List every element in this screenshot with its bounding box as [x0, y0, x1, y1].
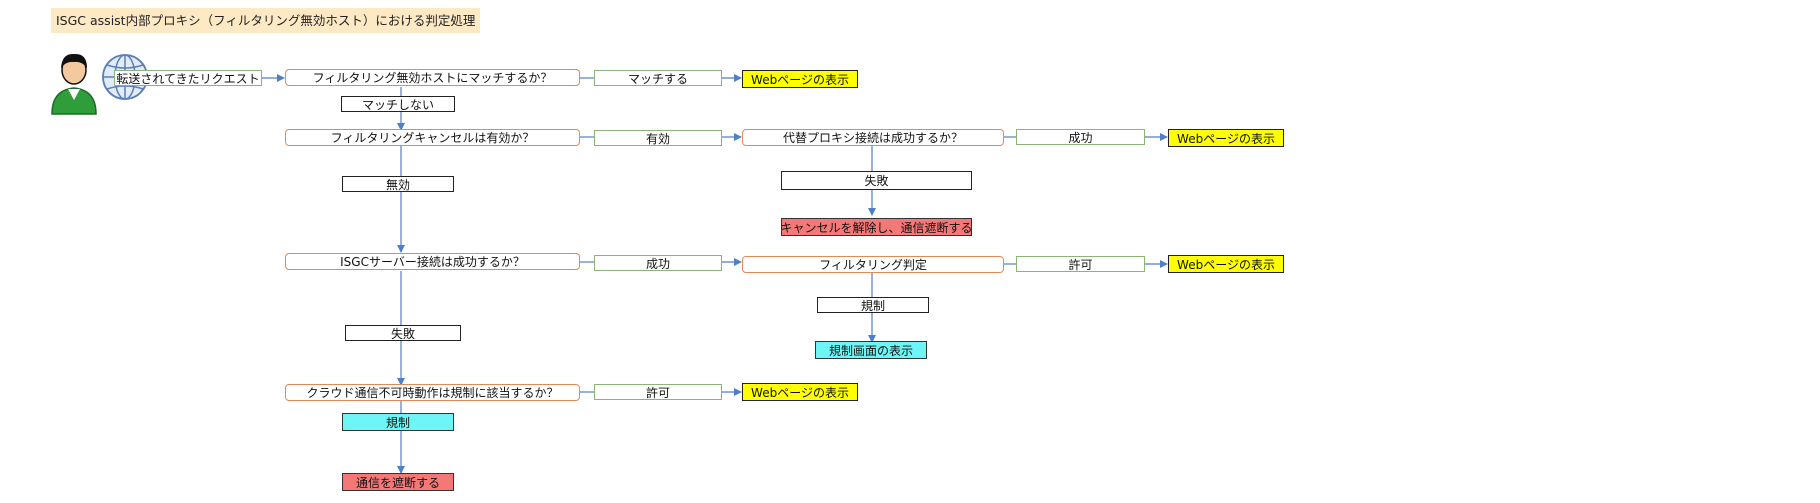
answer-match: マッチする [594, 70, 722, 86]
result-web-page-1: Webページの表示 [742, 70, 858, 88]
decision-isgc-server-connection: ISGCサーバー接続は成功するか？ [285, 253, 580, 270]
decision-filtering-disabled-host-match: フィルタリング無効ホストにマッチするか？ [285, 69, 580, 86]
request-box: 転送されてきたリクエスト [114, 70, 262, 86]
answer-allow-filtering: 許可 [1016, 256, 1145, 272]
decision-filtering-cancel-enabled: フィルタリングキャンセルは有効か？ [285, 129, 580, 146]
result-restriction-screen: 規制画面の表示 [815, 341, 927, 359]
answer-fail-alt-proxy: 失敗 [781, 171, 972, 190]
answer-success-alt-proxy: 成功 [1016, 129, 1145, 145]
decision-alt-proxy-success: 代替プロキシ接続は成功するか？ [742, 129, 1004, 146]
result-web-page-2: Webページの表示 [1168, 129, 1284, 147]
user-icon [51, 53, 97, 115]
answer-enabled: 有効 [594, 130, 722, 146]
result-block-communication: 通信を遮断する [342, 473, 454, 491]
answer-disabled: 無効 [342, 176, 454, 192]
decision-filtering-judgement: フィルタリング判定 [742, 256, 1004, 273]
diagram-title: ISGC assist内部プロキシ（フィルタリング無効ホスト）における判定処理 [51, 8, 481, 33]
result-web-page-3: Webページの表示 [1168, 255, 1284, 273]
result-cancel-and-block: キャンセルを解除し、通信遮断する [781, 218, 973, 236]
answer-allow-cloud: 許可 [594, 384, 722, 400]
answer-restrict-filtering: 規制 [817, 297, 929, 313]
answer-no-match: マッチしない [341, 96, 455, 112]
answer-success-isgc: 成功 [594, 255, 722, 271]
decision-cloud-unavailable-behavior: クラウド通信不可時動作は規制に該当するか？ [285, 384, 580, 401]
answer-fail-isgc: 失敗 [345, 325, 461, 341]
result-web-page-4: Webページの表示 [742, 383, 858, 401]
answer-restrict-cloud: 規制 [342, 413, 454, 431]
